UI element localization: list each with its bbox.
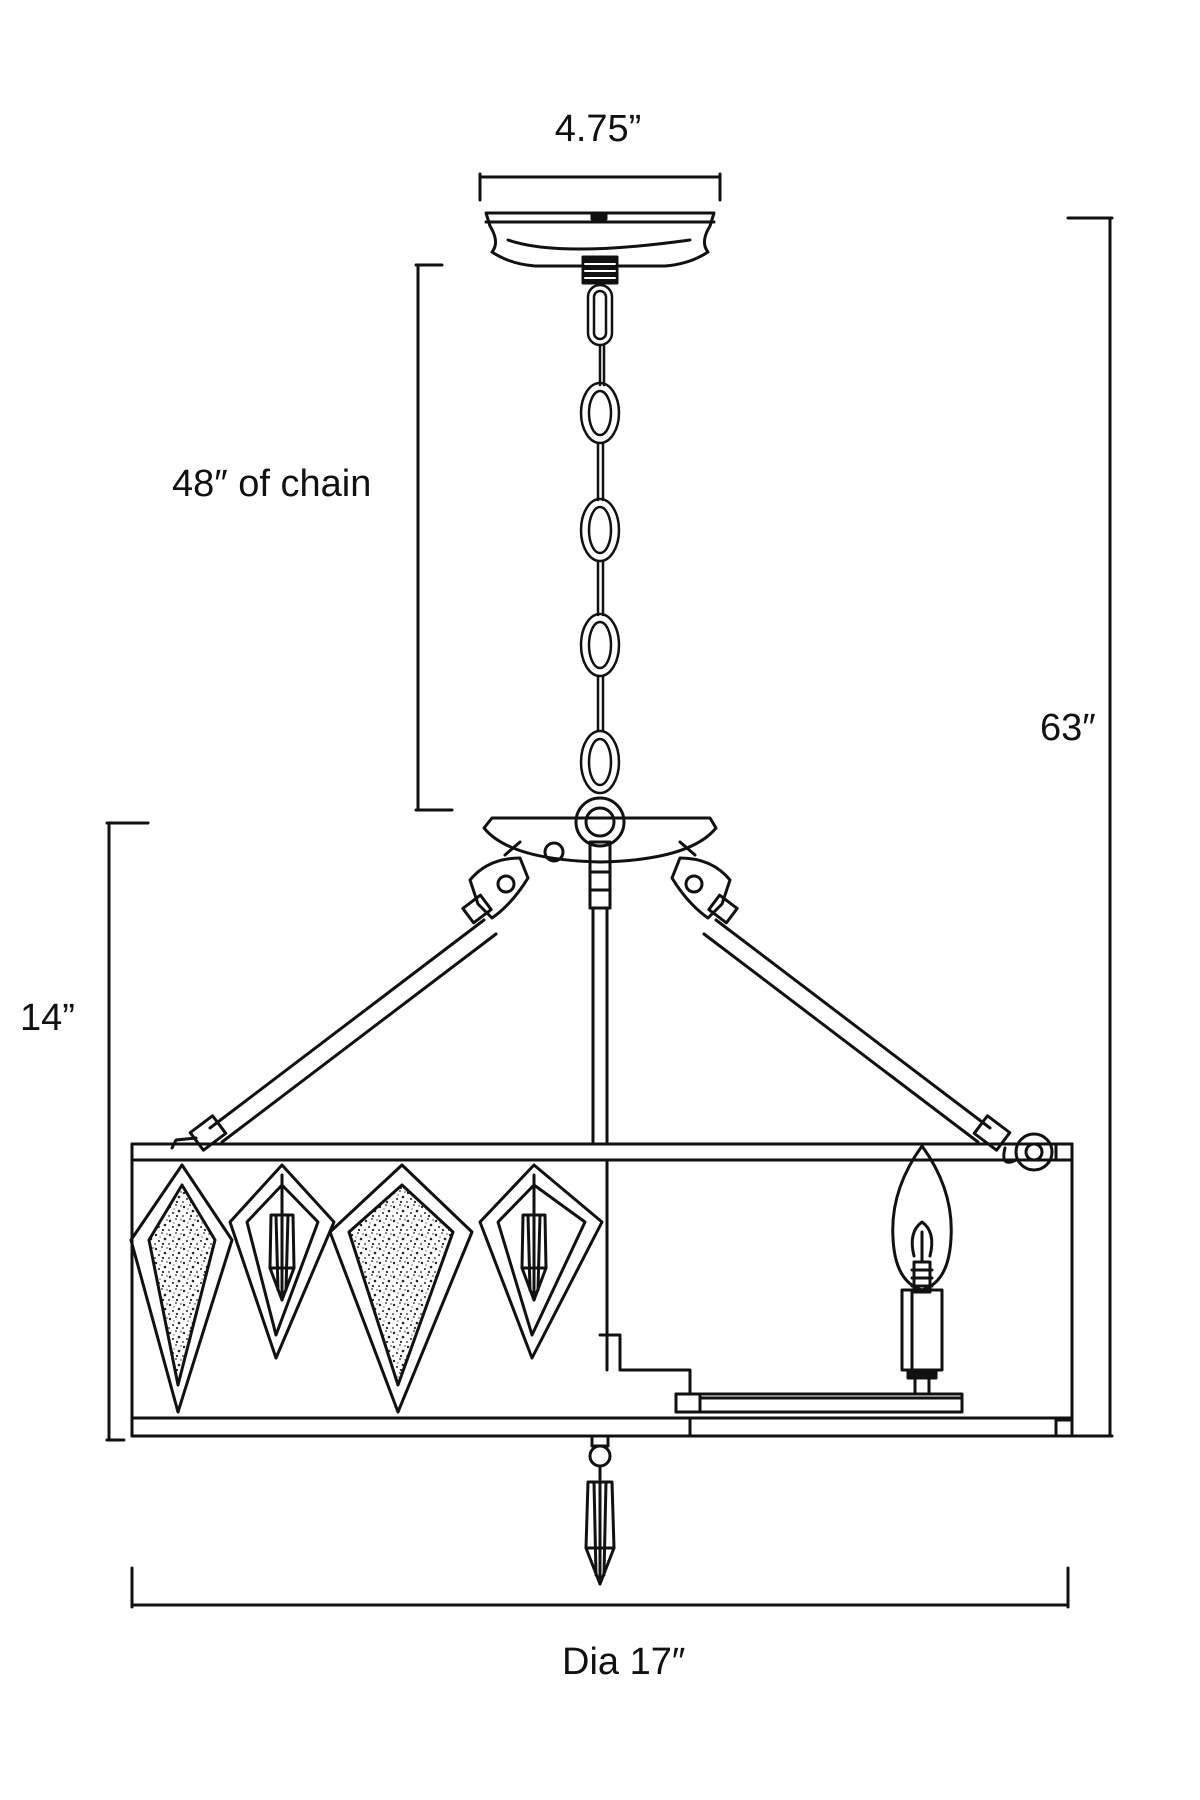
label-body-height: 14” [20, 997, 75, 1039]
dim-diameter-bracket [130, 1566, 1070, 1609]
label-chain-length: 48″ of chain [172, 463, 371, 505]
label-overall-height: 63″ [1040, 707, 1096, 749]
label-diameter: Dia 17″ [562, 1641, 685, 1683]
bulb-plate [674, 1392, 964, 1414]
canopy-threaded-nipple [581, 255, 619, 285]
label-canopy-width: 4.75” [555, 108, 642, 150]
top-hub [482, 796, 718, 910]
dim-canopy-bracket [478, 172, 722, 202]
diamond-panel-4 [478, 1163, 604, 1360]
dim-body-height-bracket [105, 821, 150, 1442]
center-rod [591, 906, 692, 1400]
bottom-crystal-finial [584, 1434, 616, 1586]
diamond-panel-3 [328, 1163, 474, 1414]
diamond-panel-1 [129, 1163, 234, 1414]
candle-bulb [891, 1144, 953, 1294]
chain [579, 283, 621, 795]
candle-socket [900, 1288, 944, 1394]
dim-chain-bracket [414, 263, 454, 812]
diamond-panel-2 [228, 1163, 336, 1360]
right-arm [670, 840, 1054, 1172]
dim-overall-height-bracket [1066, 216, 1114, 1438]
ceiling-canopy [484, 211, 716, 268]
left-arm [170, 840, 530, 1152]
